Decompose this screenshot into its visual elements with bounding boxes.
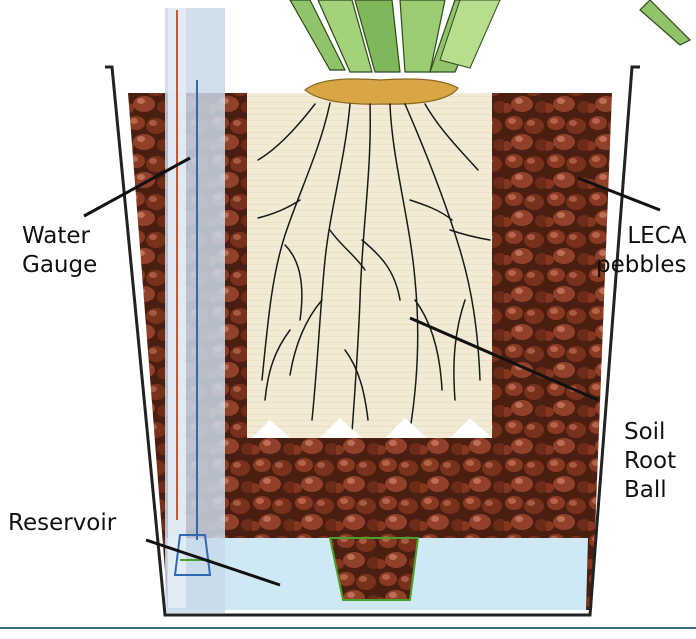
label-leader-lines [83,156,661,587]
reservoir-label: Reservoir [8,510,117,536]
water-gauge [165,8,225,613]
root-ball-base-markers [252,418,492,438]
leca-label-line-2: pebbles [596,252,687,278]
water-gauge-leader [83,156,191,218]
plant-leaves [289,0,692,73]
soil-root-ball-leader [409,316,599,402]
water-gauge-label-line-2: Gauge [22,252,98,278]
soil-label-line-1: Soil [624,419,666,445]
leca-leader [577,176,661,212]
water-gauge-label: Water Gauge [22,222,97,280]
leca-label-line-1: LECA [627,223,687,249]
reservoir-leader [145,538,281,587]
water-gauge-label-line-1: Water [22,223,90,249]
pot-outline [105,65,640,617]
root-crown [304,78,459,105]
reservoir-divider [328,537,420,601]
soil-label-line-3: Ball [624,477,667,503]
leca-pebbles-label: LECA pebbles [596,222,686,280]
soil-label-line-2: Root [624,448,677,474]
roots [257,102,491,433]
soil-root-ball-label: Soil Root Ball [624,418,676,505]
